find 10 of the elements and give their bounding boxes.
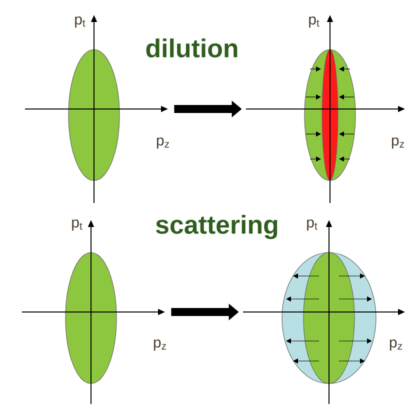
momentum-ellipse [65, 252, 117, 384]
diluted-ellipse-drawing [304, 49, 356, 181]
edge-label: scattering [156, 214, 278, 240]
edge-label: dilution [146, 38, 238, 58]
axis-label: p$_{z}$ [156, 137, 169, 149]
axis-label: p$_{t}$ [307, 219, 318, 231]
scattered-ellipse-drawing [282, 252, 376, 384]
axis-label: p$_{z}$ [392, 137, 404, 149]
axis-label: p$_{t}$ [72, 219, 82, 231]
momentum-ellipse [68, 49, 120, 181]
